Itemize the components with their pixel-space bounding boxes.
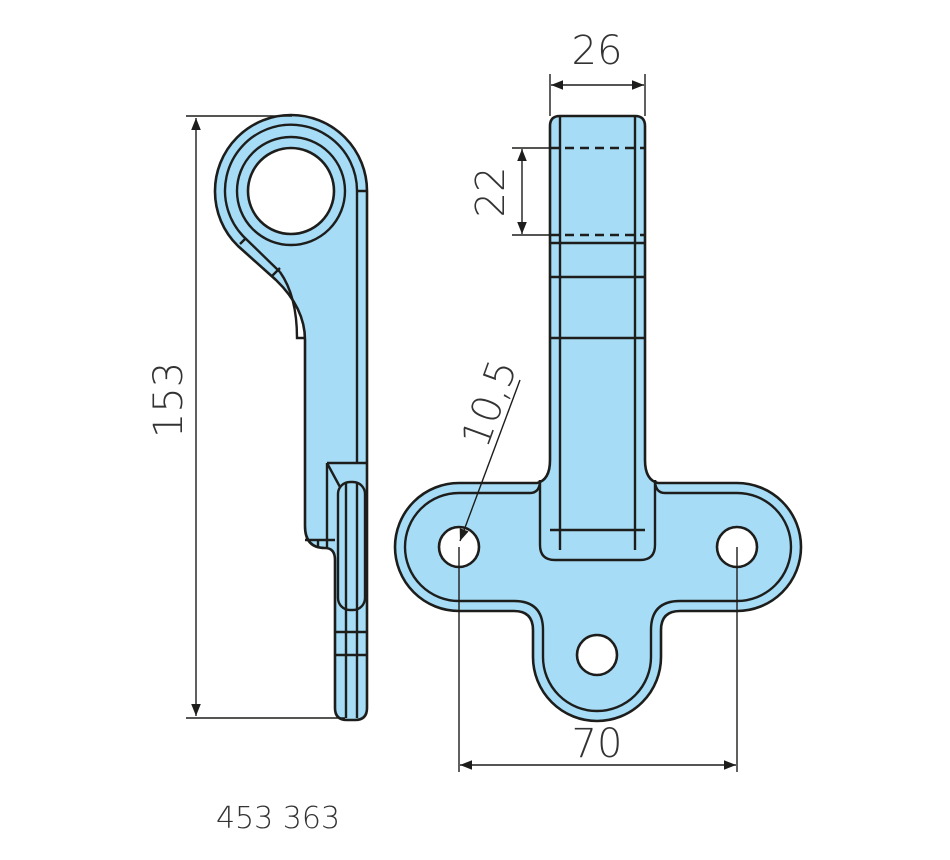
dimension-hole-spacing bbox=[458, 547, 738, 772]
mounting-hole-bottom bbox=[575, 633, 619, 677]
side-view-ring-outer bbox=[223, 123, 359, 273]
side-view-edges bbox=[239, 189, 367, 718]
front-view-stem-lines bbox=[538, 116, 657, 562]
dimension-stem-width bbox=[549, 74, 646, 116]
dimension-height bbox=[186, 115, 345, 719]
dimension-slot-length-label: 22 bbox=[468, 167, 514, 218]
dimension-slot-length bbox=[512, 147, 550, 236]
front-view bbox=[393, 114, 803, 723]
front-view-outline bbox=[393, 114, 803, 723]
dimension-height-label: 153 bbox=[146, 362, 192, 438]
side-view-hole bbox=[246, 146, 336, 236]
side-view bbox=[213, 113, 369, 722]
part-number: 453 363 bbox=[216, 801, 340, 836]
side-view-ring-inner bbox=[235, 135, 347, 247]
dimension-stem-width-label: 26 bbox=[572, 28, 623, 74]
side-view-slot bbox=[336, 480, 367, 612]
front-view-slot-hidden-lines bbox=[550, 146, 645, 237]
dimension-hole-diameter-label: 10,5 bbox=[453, 354, 527, 453]
dimension-hole-spacing-label: 70 bbox=[572, 721, 623, 767]
dimension-hole-diameter bbox=[459, 379, 521, 542]
